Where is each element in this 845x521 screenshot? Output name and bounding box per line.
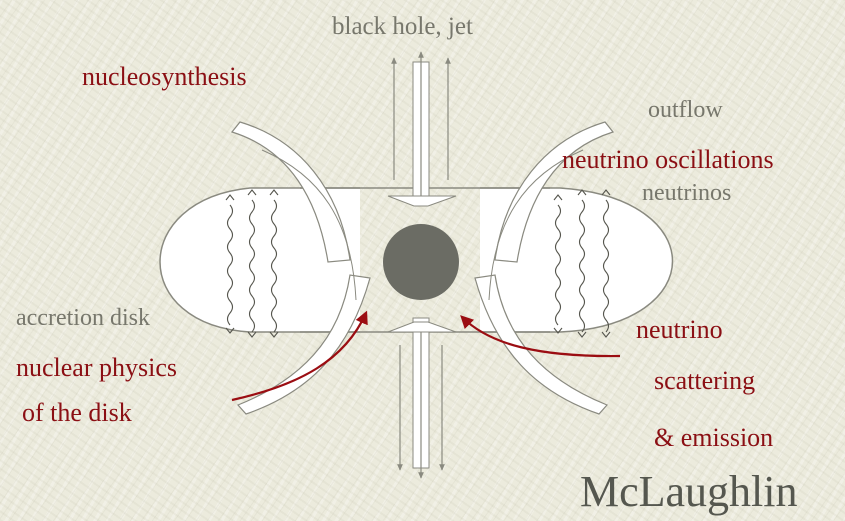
label-of-the-disk: of the disk [22, 400, 132, 426]
label-emission: & emission [654, 425, 773, 451]
label-neutrinos: neutrinos [642, 181, 731, 205]
label-outflow: outflow [648, 98, 723, 122]
author-signature: McLaughlin [580, 470, 798, 514]
label-neutrino-oscillations: neutrino oscillations [562, 147, 774, 173]
wiggle-arrow [578, 332, 586, 337]
jet-wedge-bottom [388, 322, 456, 332]
label-neutrino: neutrino [636, 317, 723, 343]
jet-wedge-top [388, 196, 456, 206]
black-hole [383, 224, 459, 300]
wiggle-arrow [602, 332, 610, 337]
wiggle-arrow [602, 190, 610, 195]
label-nuclear-physics: nuclear physics [16, 355, 177, 381]
label-nucleosynthesis: nucleosynthesis [82, 64, 247, 90]
label-accretion-disk: accretion disk [16, 306, 150, 330]
label-black-hole-jet: black hole, jet [332, 14, 473, 39]
label-scattering: scattering [654, 368, 755, 394]
